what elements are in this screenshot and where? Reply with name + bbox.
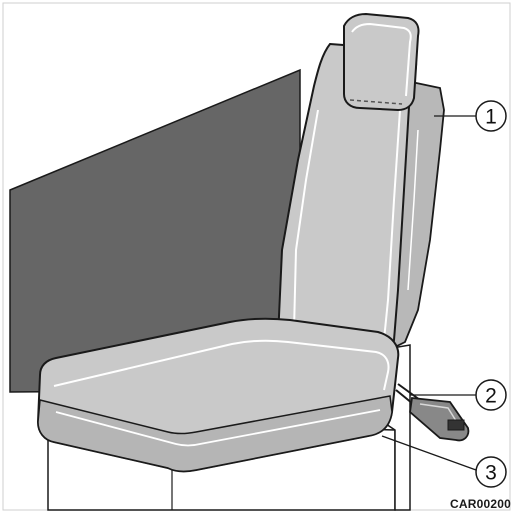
headrest-inner-line: [351, 22, 412, 97]
seat-cushion-front-seam: [55, 409, 381, 447]
backrest-side-seam: [407, 129, 419, 291]
seat-cushion-seam: [53, 339, 390, 391]
callout-1-label: 1: [485, 106, 497, 129]
callout-3: 3: [381, 435, 507, 488]
backrest-seam-right: [383, 109, 401, 341]
callout-3-label: 3: [485, 462, 497, 485]
callout-1: 1: [434, 100, 507, 132]
callout-2-label: 2: [485, 385, 497, 408]
reference-code: CAR00200: [450, 497, 511, 511]
seat-cushion-front: [37, 395, 393, 473]
callout-2: 2: [410, 379, 507, 411]
headrest-dash-line: [349, 99, 403, 105]
headrest: [343, 12, 420, 112]
backrest-seam: [293, 109, 319, 331]
seat-belt-buckle: [395, 383, 470, 442]
